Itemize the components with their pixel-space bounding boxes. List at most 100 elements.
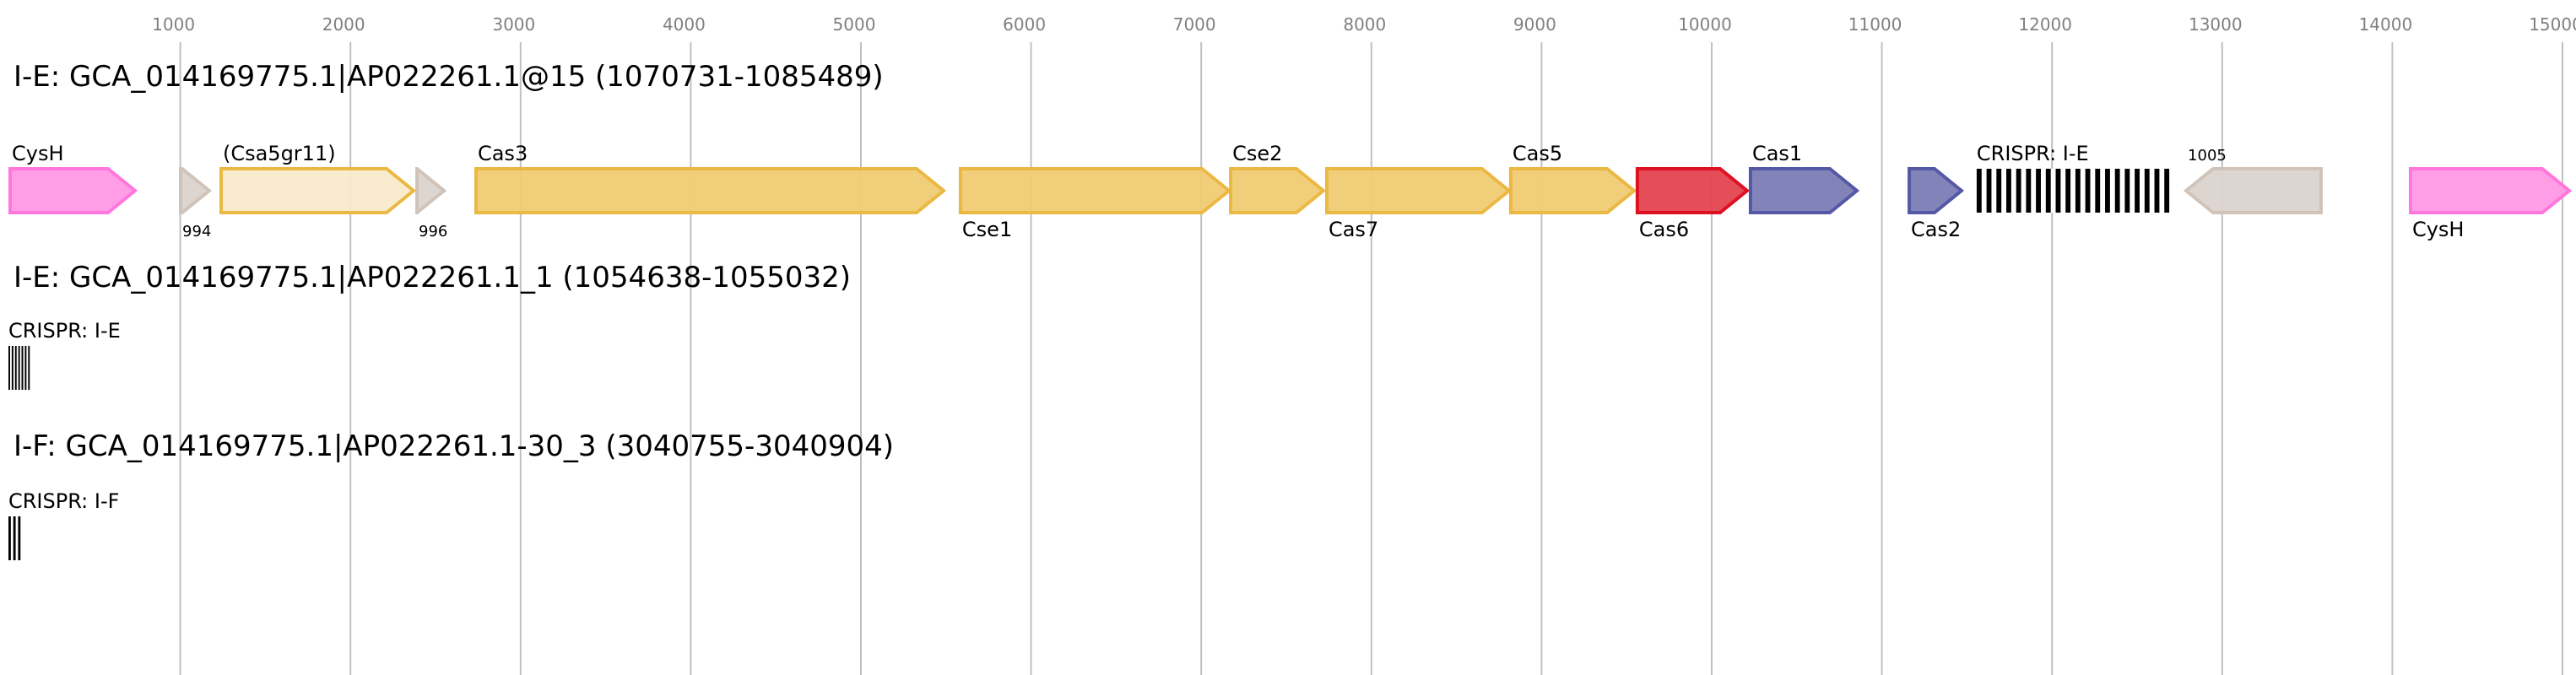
gene-shape	[1508, 167, 1637, 214]
crispr-repeat	[2075, 169, 2081, 213]
crispr-label: CRISPR: I-E	[1977, 142, 2089, 165]
crispr-repeat	[1976, 169, 1982, 213]
tick-label: 6000	[1003, 14, 1046, 35]
crispr-repeat	[8, 516, 11, 560]
gene-label: Cse1	[962, 218, 1012, 241]
crispr-array: CRISPR: I-F	[8, 489, 119, 560]
track-title: I-F: GCA_014169775.1|AP022261.1-30_3 (30…	[14, 429, 894, 463]
gene-label: CysH	[12, 142, 64, 165]
crispr-repeat	[2135, 169, 2140, 213]
gene-arrow: Cas2	[1908, 167, 1965, 241]
tracks: I-E: GCA_014169775.1|AP022261.1@15 (1070…	[8, 60, 2573, 560]
crispr-repeat	[2114, 169, 2120, 213]
gene-label: 1005	[2188, 147, 2227, 165]
gene-shape	[1229, 167, 1327, 214]
crispr-repeat	[2095, 169, 2101, 213]
tick-label: 14000	[2359, 14, 2413, 35]
gene-arrow: CysH	[2408, 167, 2573, 241]
tick-label: 9000	[1513, 14, 1556, 35]
gene-arrow: Cas5	[1508, 142, 1637, 214]
gene-label: Cse2	[1232, 142, 1282, 165]
track-title: I-E: GCA_014169775.1|AP022261.1_1 (10546…	[14, 261, 851, 294]
gene-arrow: Cas3	[474, 142, 947, 214]
tick-label: 8000	[1343, 14, 1386, 35]
gene-arrow: 994	[179, 167, 213, 240]
track: I-F: GCA_014169775.1|AP022261.1-30_3 (30…	[8, 429, 894, 560]
gene-shape	[415, 167, 447, 214]
crispr-repeat	[2124, 169, 2130, 213]
crispr-repeat	[2144, 169, 2150, 213]
gene-arrow: Cse2	[1229, 142, 1327, 214]
crispr-repeat	[18, 516, 21, 560]
gene-arrow: (Csa5gr11)	[219, 142, 417, 214]
crispr-repeat	[2154, 169, 2160, 213]
crispr-repeat	[2105, 169, 2110, 213]
crispr-array: CRISPR: I-E	[1976, 142, 2174, 213]
gene-label: CysH	[2412, 218, 2465, 241]
tick-label: 1000	[152, 14, 195, 35]
gene-shape	[1908, 167, 1965, 214]
track: I-E: GCA_014169775.1|AP022261.1_1 (10546…	[8, 261, 851, 390]
crispr-repeat	[24, 346, 27, 390]
gene-label: Cas7	[1329, 218, 1378, 241]
crispr-repeat	[2016, 169, 2021, 213]
gene-shape	[1748, 167, 1860, 214]
crispr-repeat	[18, 346, 20, 390]
tick-label: 11000	[1848, 14, 1902, 35]
crispr-repeat	[28, 346, 30, 390]
crispr-repeat	[11, 346, 14, 390]
gene-arrow: Cas7	[1324, 167, 1513, 241]
gene-arrow: Cas1	[1748, 142, 1860, 214]
gene-label: Cas1	[1752, 142, 1802, 165]
gene-arrow: Cse1	[958, 167, 1232, 241]
gene-shape	[474, 167, 947, 214]
crispr-repeat	[2006, 169, 2011, 213]
gene-shape	[1635, 167, 1751, 214]
gene-label: Cas3	[478, 142, 528, 165]
track: I-E: GCA_014169775.1|AP022261.1@15 (1070…	[8, 60, 2573, 241]
crispr-repeat	[14, 346, 17, 390]
tick-label: 15000	[2529, 14, 2576, 35]
crispr-repeat	[2065, 169, 2071, 213]
gene-shape	[179, 167, 213, 214]
tick-label: 13000	[2189, 14, 2243, 35]
gene-arrow: 996	[415, 167, 447, 240]
tick-label: 7000	[1173, 14, 1216, 35]
gene-shape	[2183, 167, 2323, 214]
gene-label: 994	[182, 223, 211, 240]
gene-label: Cas2	[1911, 218, 1961, 241]
gene-label: (Csa5gr11)	[223, 142, 336, 165]
gene-arrow: CysH	[8, 142, 138, 214]
gene-label: Cas5	[1513, 142, 1562, 165]
crispr-repeat	[8, 346, 10, 390]
crispr-repeat	[1996, 169, 2002, 213]
crispr-array: CRISPR: I-E	[8, 319, 121, 390]
tick-label: 12000	[2018, 14, 2072, 35]
gene-shape	[1324, 167, 1513, 214]
crispr-repeat	[2045, 169, 2051, 213]
crispr-repeat	[2036, 169, 2041, 213]
gene-shape	[958, 167, 1232, 214]
tick-label: 3000	[492, 14, 535, 35]
gene-shape	[2408, 167, 2573, 214]
tick-label: 5000	[833, 14, 876, 35]
gene-arrow: Cas6	[1635, 167, 1751, 241]
crispr-repeat	[2164, 169, 2170, 213]
crispr-repeat	[2055, 169, 2061, 213]
crispr-label: CRISPR: I-F	[8, 489, 119, 513]
gene-arrow: 1005	[2183, 147, 2323, 214]
gene-shape	[219, 167, 417, 214]
gene-label: Cas6	[1639, 218, 1689, 241]
tick-label: 2000	[322, 14, 365, 35]
gene-label: 996	[419, 223, 447, 240]
crispr-repeat	[2026, 169, 2032, 213]
crispr-repeat	[21, 346, 24, 390]
crispr-repeat	[1986, 169, 1992, 213]
gene-shape	[8, 167, 138, 214]
crispr-repeat	[2085, 169, 2091, 213]
tick-label: 4000	[663, 14, 706, 35]
crispr-label: CRISPR: I-E	[8, 319, 121, 343]
crispr-repeat	[13, 516, 16, 560]
